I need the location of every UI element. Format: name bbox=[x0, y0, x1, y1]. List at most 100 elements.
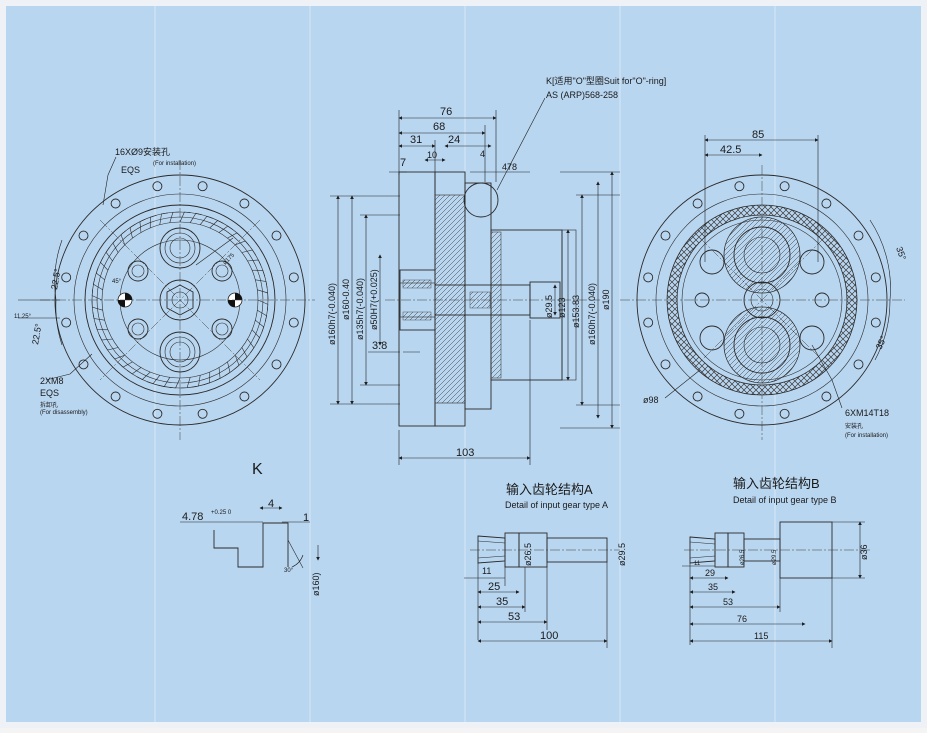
dim-85: 85 bbox=[752, 129, 764, 141]
angle-22-5-bottom: 22.5° bbox=[30, 322, 44, 345]
detail-k bbox=[180, 506, 320, 569]
mounting-hole bbox=[110, 198, 121, 209]
gear-a-title-cn: 输入齿轮结构A bbox=[506, 482, 593, 497]
mount-cn: 安装孔 bbox=[845, 422, 863, 430]
gear-a-dia-26-5: ø26.5 bbox=[523, 543, 533, 566]
mounting-hole bbox=[152, 408, 163, 419]
dim-76: 76 bbox=[440, 106, 452, 118]
mounting-hole bbox=[197, 408, 208, 419]
mounting-hole bbox=[779, 408, 790, 419]
side-section-view bbox=[330, 97, 620, 465]
front-view-left-labels: 16XØ9安装孔 (For installation) EQS 22.5° 11… bbox=[14, 146, 237, 416]
oring-note-2: AS (ARP)568-258 bbox=[546, 90, 618, 100]
gear-a-100: 100 bbox=[540, 630, 558, 642]
mounting-hole bbox=[779, 181, 790, 192]
dim-4: 4 bbox=[480, 149, 485, 159]
mounting-hole bbox=[734, 181, 745, 192]
mounting-hole bbox=[239, 391, 250, 402]
gear-b-dia-26-5: ø26.5 bbox=[740, 549, 746, 565]
dim-10: 10 bbox=[427, 150, 437, 160]
mounting-hole bbox=[660, 359, 671, 370]
mounting-hole bbox=[692, 198, 703, 209]
mounting-hole bbox=[288, 317, 299, 328]
gear-a-title-en: Detail of input gear type A bbox=[505, 500, 608, 510]
front-view-right-labels: 85 42.5 35° 35° ø98 6XM14T18 安装孔 (For in… bbox=[643, 129, 908, 439]
gear-type-b bbox=[682, 521, 870, 648]
mounting-hole bbox=[853, 230, 864, 241]
mounting-hole bbox=[271, 359, 282, 370]
mounting-hole bbox=[660, 230, 671, 241]
disassembly-label: 2XM8 bbox=[40, 376, 64, 386]
dia-160-b: ø160-0.40 bbox=[341, 279, 351, 320]
mount-holes-label: 16XØ9安装孔 bbox=[115, 146, 170, 157]
mounting-hole bbox=[197, 181, 208, 192]
detail-k-1: 1 bbox=[303, 512, 309, 524]
mounting-hole bbox=[61, 317, 72, 328]
detail-k-478: 4.78 bbox=[182, 511, 203, 523]
dim-42-5: 42.5 bbox=[720, 144, 741, 156]
disassembly-en: (For disassembly) bbox=[40, 410, 88, 416]
mounting-hole bbox=[78, 359, 89, 370]
mounting-hole bbox=[643, 272, 654, 283]
dia-160-right: ø160h7(-0.040) bbox=[587, 283, 597, 345]
gear-type-b-labels: 输入齿轮结构B Detail of input gear type B ø26.… bbox=[694, 476, 869, 641]
dim-24: 24 bbox=[448, 134, 460, 146]
angle-11-25: 11.25° bbox=[14, 314, 32, 320]
side-view-labels: K[适用"O"型圈Suit for"O"-ring] AS (ARP)568-2… bbox=[327, 76, 666, 459]
gear-b-53: 53 bbox=[723, 597, 733, 607]
mounting-hole bbox=[61, 272, 72, 283]
gear-b-29: 29 bbox=[705, 568, 715, 578]
dia-190: ø190 bbox=[601, 289, 611, 310]
gear-a-11: 11 bbox=[482, 566, 491, 576]
angle-45: 45° bbox=[112, 279, 122, 285]
detail-k-angle: 30° bbox=[284, 568, 294, 574]
gear-b-35: 35 bbox=[708, 582, 718, 592]
gear-a-25: 25 bbox=[488, 581, 500, 593]
dim-31: 31 bbox=[410, 134, 422, 146]
gear-type-a bbox=[464, 532, 620, 648]
gear-b-title-en: Detail of input gear type B bbox=[733, 495, 837, 505]
dia-160-left: ø160h7(-0.040) bbox=[327, 283, 337, 345]
mount-holes-en: (For installation) bbox=[153, 161, 196, 167]
front-view-left bbox=[18, 156, 315, 440]
gear-a-35: 35 bbox=[496, 596, 508, 608]
dim-7: 7 bbox=[400, 157, 406, 169]
dia-135: ø135h7(-0.040) bbox=[355, 278, 365, 340]
mounting-hole bbox=[110, 391, 121, 402]
mount-en: (For installation) bbox=[845, 433, 888, 439]
mount-label: 6XM14T18 bbox=[845, 408, 889, 418]
gear-a-dia-29-5: ø29.5 bbox=[617, 543, 627, 566]
detail-k-4: 4 bbox=[268, 498, 274, 510]
mounting-hole bbox=[870, 272, 881, 283]
angle-35-top: 35° bbox=[894, 245, 908, 262]
mounting-hole bbox=[643, 317, 654, 328]
gear-b-115: 115 bbox=[754, 631, 768, 641]
gear-b-76: 76 bbox=[737, 614, 747, 624]
mounting-hole bbox=[692, 391, 703, 402]
mounting-holes bbox=[61, 181, 299, 419]
dia-123: ø123 bbox=[557, 297, 567, 318]
mount-eqs: EQS bbox=[121, 165, 140, 175]
gear-a-53: 53 bbox=[508, 611, 520, 623]
detail-k-tol: +0.25 0 bbox=[211, 510, 232, 516]
dia-98: ø98 bbox=[643, 395, 659, 405]
detail-k-labels: K 4.78 +0.25 0 4 1 30° ø160) bbox=[182, 461, 321, 596]
detail-k-title: K bbox=[252, 461, 263, 478]
mounting-hole bbox=[78, 230, 89, 241]
gear-b-dia-36: ø36 bbox=[859, 544, 869, 560]
mounting-hole bbox=[271, 230, 282, 241]
oring-note-1: K[适用"O"型圈Suit for"O"-ring] bbox=[546, 76, 666, 86]
ring-gear-teeth bbox=[91, 211, 269, 389]
mounting-hole bbox=[821, 198, 832, 209]
mounting-hole bbox=[239, 198, 250, 209]
mounting-hole bbox=[821, 391, 832, 402]
gear-b-dia-29-5: ø29.5 bbox=[772, 549, 778, 565]
disassembly-cn: 拆卸孔 bbox=[40, 401, 58, 409]
dim-478: 478 bbox=[502, 162, 517, 172]
dia-29-5: ø29.5 bbox=[544, 295, 554, 318]
mounting-hole bbox=[288, 272, 299, 283]
disassembly-eqs: EQS bbox=[40, 388, 59, 398]
